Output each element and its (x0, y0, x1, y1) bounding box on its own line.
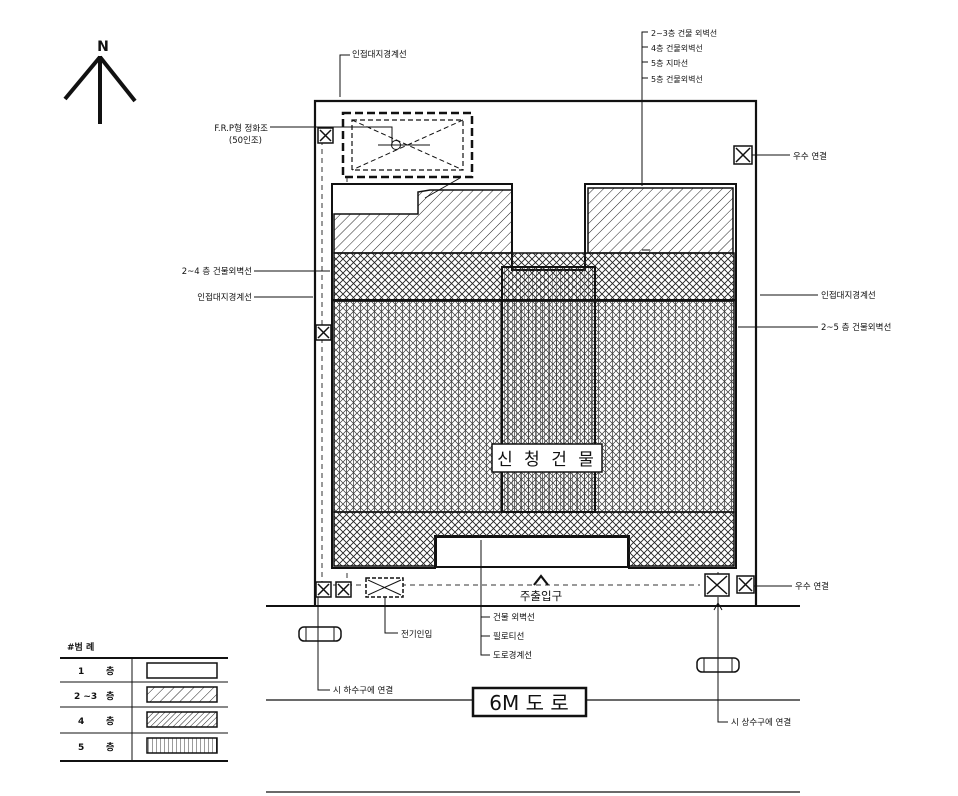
north-label: N (97, 39, 109, 55)
legend-row: 5 층 (78, 737, 218, 754)
callout-bottom-3: 도로경계선 (493, 650, 532, 661)
pilotis-opening (435, 536, 629, 568)
callout-water-connect: 시 상수구에 연결 (731, 717, 791, 728)
legend-floor: 4 (78, 717, 84, 727)
site-boundary (266, 99, 800, 793)
callout-top-right-1: 2~3층 건물 외벽선 (651, 28, 717, 38)
legend-swatch-vertical (146, 737, 218, 754)
building-label: 신 청 건 물 (497, 450, 597, 470)
callout-adjacent-boundary-left: 인접대지경계선 (197, 292, 252, 303)
central-core (501, 266, 596, 513)
callout-rain-drain-bottom: 우수 연결 (795, 581, 829, 592)
callout-septic-line1: F.R.P형 정화조 (214, 123, 268, 134)
legend: #범 례 1 층 2 ~3 층 4 층 5 층 (60, 641, 228, 762)
legend-row: 2 ~3 층 (74, 686, 218, 703)
legend-row: 4 층 (78, 711, 218, 728)
callout-walls-2-4: 2~4 층 건물외벽선 (182, 266, 252, 277)
legend-unit: 층 (106, 741, 114, 753)
road-label-box: 6M 도 로 (471, 686, 588, 718)
septic-tank (341, 111, 474, 179)
callout-top-right-3: 5층 지마선 (651, 59, 688, 68)
north-arrow-icon: N (63, 39, 137, 124)
legend-unit: 층 (106, 665, 114, 677)
legend-unit: 층 (106, 715, 114, 727)
legend-row: 1 층 (78, 662, 218, 679)
legend-floor: 2 ~3 (74, 692, 97, 702)
drain-pit-icon (315, 127, 755, 598)
water-pipe-icon (696, 597, 740, 723)
callout-sewer-connect: 시 하수구에 연결 (333, 685, 393, 696)
sewer-pipe-icon (298, 597, 342, 691)
road-label: 6M 도 로 (489, 691, 569, 715)
legend-swatch-dense-diagonal (146, 711, 218, 728)
building-label-box: 신 청 건 물 (491, 443, 603, 473)
callout-top-right-4: 5층 건물외벽선 (651, 74, 703, 84)
legend-unit: 층 (106, 690, 114, 702)
callout-rain-drain-top: 우수 연결 (793, 151, 827, 162)
leader-lines (254, 31, 818, 656)
legend-swatch-diagonal (146, 686, 218, 703)
legend-floor: 5 (78, 743, 84, 753)
callout-bottom-2: 필로티선 (493, 631, 524, 642)
legend-title: #범 례 (67, 641, 94, 653)
callout-adjacent-boundary-top: 인접대지경계선 (352, 49, 407, 60)
legend-swatch-none (146, 662, 218, 679)
floor-2-3-right-block (587, 187, 734, 254)
electric-inlet-box (365, 577, 404, 598)
callout-top-right-2: 4층 건물외벽선 (651, 43, 703, 53)
legend-floor: 1 (78, 667, 84, 677)
main-entrance-marker: 주출입구 (520, 574, 562, 603)
main-entrance-label: 주출입구 (520, 589, 562, 603)
callout-septic-line2: (50인조) (229, 135, 262, 146)
callout-electric-inlet: 전기인입 (401, 629, 432, 640)
callout-adjacent-boundary-right: 인접대지경계선 (821, 290, 876, 301)
callout-bottom-1: 건물 외벽선 (493, 612, 535, 623)
callout-walls-2-5: 2~5 층 건물외벽선 (821, 322, 891, 333)
